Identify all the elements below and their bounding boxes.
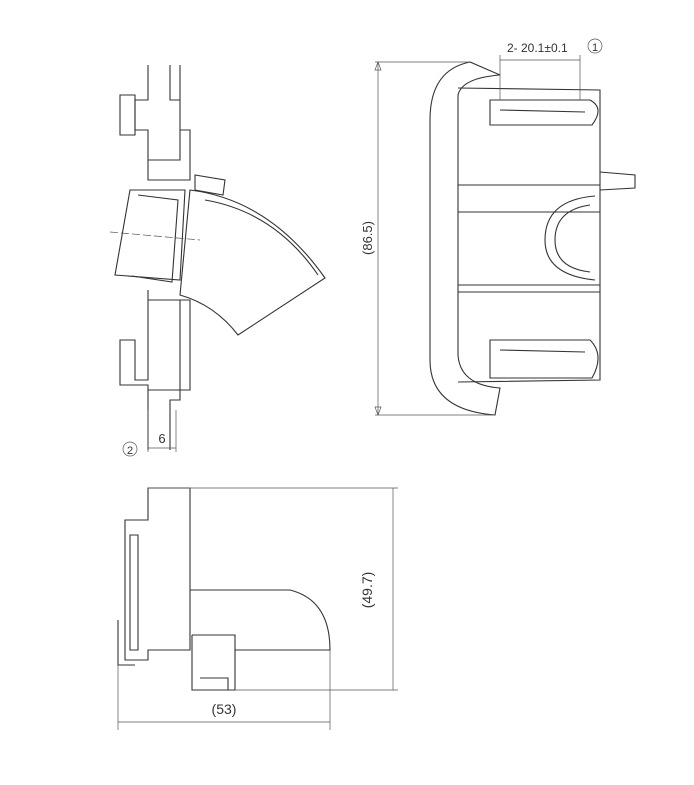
dim-line-49-7 [148, 487, 398, 691]
dim-thickness: 6 [158, 431, 165, 446]
dim-width-bottom: (53) [212, 701, 237, 717]
dim-line-86-5 [374, 61, 495, 416]
dim-line-53 [117, 650, 331, 730]
callout-1-circle [587, 38, 603, 54]
callout-2: 2 [127, 445, 133, 457]
side-view [109, 65, 326, 452]
dim-line-pitch [499, 55, 581, 100]
dim-height-top: (86.5) [360, 221, 375, 255]
front-view [429, 61, 636, 416]
callout-1: 1 [592, 42, 598, 54]
bottom-view [117, 487, 331, 691]
dim-height-bottom: (49.7) [359, 572, 375, 609]
dim-clip-pitch: 2- 20.1±0.1 [507, 41, 568, 55]
callout-2-circle [122, 441, 138, 457]
